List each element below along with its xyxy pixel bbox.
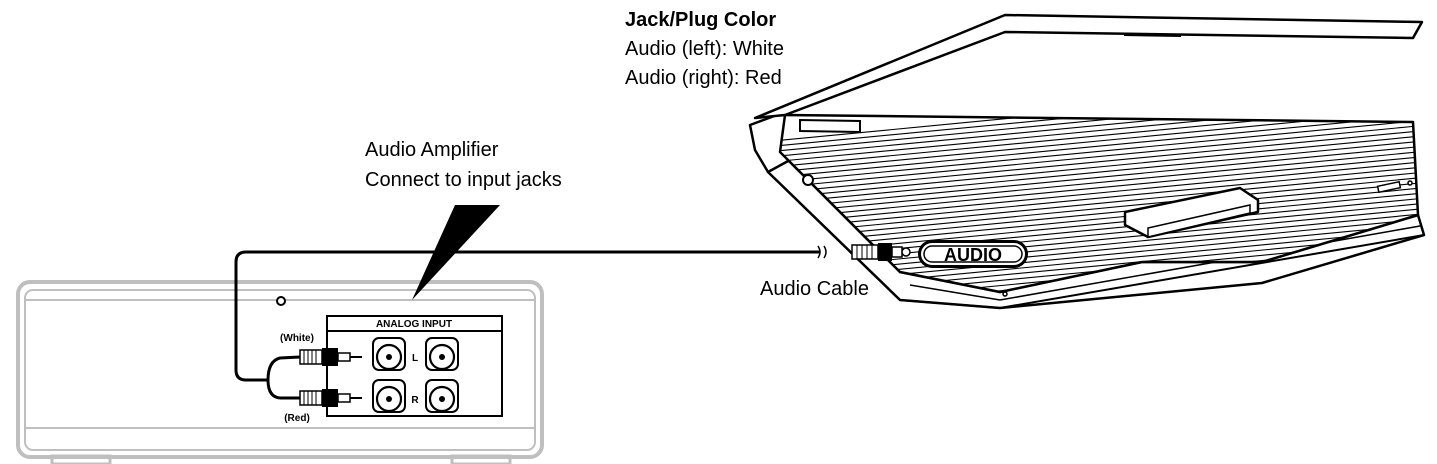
laptop-audio-plug xyxy=(817,243,911,261)
callout-line-2: Connect to input jacks xyxy=(365,169,562,191)
audio-cable xyxy=(234,250,820,400)
analog-input-title: ANALOG INPUT xyxy=(376,319,452,330)
amplifier-indicator xyxy=(276,296,286,306)
lid-rib-line xyxy=(780,115,1418,165)
jack-bottom-left xyxy=(372,379,406,413)
plug-red-label: (Red) xyxy=(284,413,310,424)
callout-pointer xyxy=(412,205,500,300)
plug-red xyxy=(299,389,362,407)
lid-rib-line xyxy=(780,115,1418,170)
channel-right-label: R xyxy=(411,395,419,406)
lid-rib-line xyxy=(780,134,1418,206)
jack-top-left xyxy=(372,337,406,371)
lid-rib-line xyxy=(780,124,1418,196)
lid-rib-line xyxy=(780,115,1418,154)
plug-white-label: (White) xyxy=(280,333,314,344)
laptop-latch xyxy=(1123,186,1260,239)
legend-line-left: Audio (left): White xyxy=(625,38,784,60)
lid-rib-line xyxy=(780,115,1418,149)
lid-rib-line xyxy=(780,233,1418,292)
callout-line-1: Audio Amplifier xyxy=(365,139,499,161)
lid-rib-line xyxy=(780,115,1418,180)
channel-left-label: L xyxy=(412,353,418,364)
jack-bottom-right xyxy=(425,379,459,413)
legend-line-right: Audio (right): Red xyxy=(625,67,782,89)
lid-rib-line xyxy=(780,119,1418,191)
audio-port-label: AUDIO xyxy=(944,245,1002,265)
legend-heading: Jack/Plug Color xyxy=(625,9,776,31)
audio-port-badge: AUDIO xyxy=(918,240,1028,268)
jack-top-right xyxy=(425,337,459,371)
lid-rib-line xyxy=(780,115,1418,185)
audio-cable-label: Audio Cable xyxy=(760,278,869,300)
lid-rib-line xyxy=(780,129,1418,201)
laptop xyxy=(748,13,1426,310)
analog-input-panel: ANALOG INPUT L R xyxy=(326,315,503,417)
lid-rib-line xyxy=(780,115,1418,159)
plug-white xyxy=(299,348,362,366)
